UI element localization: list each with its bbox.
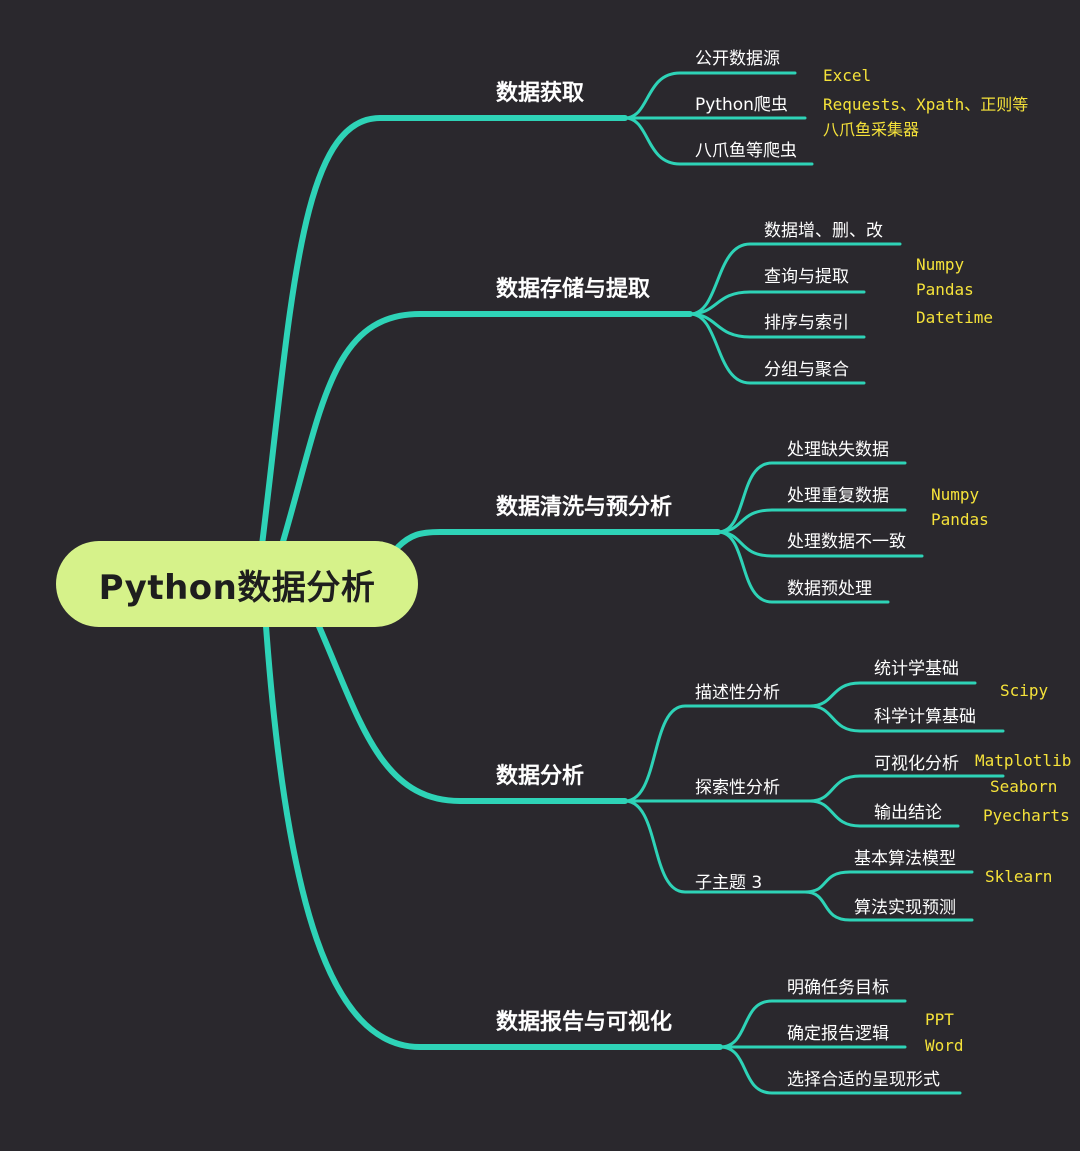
note-sklearn: Sklearn xyxy=(985,867,1053,886)
note-pyecharts: Pyecharts xyxy=(983,806,1070,825)
child-report-logic: 确定报告逻辑 xyxy=(787,1024,889,1044)
subtopic-descriptive-analysis: 描述性分析 xyxy=(695,683,780,703)
child-inconsistent-data: 处理数据不一致 xyxy=(787,532,906,552)
note-ppt: PPT xyxy=(925,1010,954,1029)
note-pandas: Pandas xyxy=(931,510,989,529)
child-bazhuayu-crawler: 八爪鱼等爬虫 xyxy=(695,141,797,161)
branch-report-visualization: 数据报告与可视化 xyxy=(496,1010,673,1035)
child-insert-delete-update: 数据增、删、改 xyxy=(764,221,883,241)
note-excel: Excel xyxy=(823,66,872,85)
child-missing-data: 处理缺失数据 xyxy=(787,440,889,460)
child-query-extract: 查询与提取 xyxy=(764,267,849,287)
branch-data-cleaning: 数据清洗与预分析 xyxy=(496,495,673,520)
note-word: Word xyxy=(925,1036,964,1055)
link-root-b1 xyxy=(259,115,628,548)
note-numpy: Numpy xyxy=(931,485,980,504)
note-scipy: Scipy xyxy=(1000,681,1049,700)
child-presentation-form: 选择合适的呈现形式 xyxy=(787,1070,940,1090)
link-root-b4 xyxy=(315,621,628,804)
note-pandas: Pandas xyxy=(916,280,974,299)
child-sort-index: 排序与索引 xyxy=(764,313,849,333)
leaf-visual-analysis: 可视化分析 xyxy=(874,754,959,774)
child-clarify-goal: 明确任务目标 xyxy=(787,978,889,998)
subtopic-exploratory-analysis: 探索性分析 xyxy=(695,778,780,798)
leaf-output-conclusion: 输出结论 xyxy=(874,803,942,823)
leaf-algorithm-prediction: 算法实现预测 xyxy=(854,898,956,918)
child-duplicate-data: 处理重复数据 xyxy=(787,486,889,506)
leaf-basic-algorithm-model: 基本算法模型 xyxy=(854,849,956,869)
root-node: Python数据分析 xyxy=(56,541,418,627)
branch-data-acquisition: 数据获取 xyxy=(496,81,585,106)
note-seaborn: Seaborn xyxy=(990,777,1058,796)
child-public-data-source: 公开数据源 xyxy=(695,49,780,69)
link-root-b3 xyxy=(395,529,721,550)
branch-data-analysis: 数据分析 xyxy=(496,764,585,789)
subtopic-3: 子主题 3 xyxy=(695,873,763,893)
child-preprocessing: 数据预处理 xyxy=(787,579,872,599)
leaf-statistics-basics: 统计学基础 xyxy=(874,659,959,679)
note-bazhuayu-collector: 八爪鱼采集器 xyxy=(823,120,920,139)
note-requests: Requests、Xpath、正则等 xyxy=(823,95,1029,114)
child-group-aggregate: 分组与聚合 xyxy=(764,360,849,380)
link-root-b5 xyxy=(263,623,723,1050)
note-numpy: Numpy xyxy=(916,255,965,274)
child-python-crawler: Python爬虫 xyxy=(695,95,788,115)
link-root-b2 xyxy=(279,311,693,548)
branch-data-storage: 数据存储与提取 xyxy=(496,277,651,302)
note-datetime: Datetime xyxy=(916,308,994,327)
leaf-scientific-computing: 科学计算基础 xyxy=(874,707,976,727)
note-matplotlib: Matplotlib xyxy=(975,751,1072,770)
